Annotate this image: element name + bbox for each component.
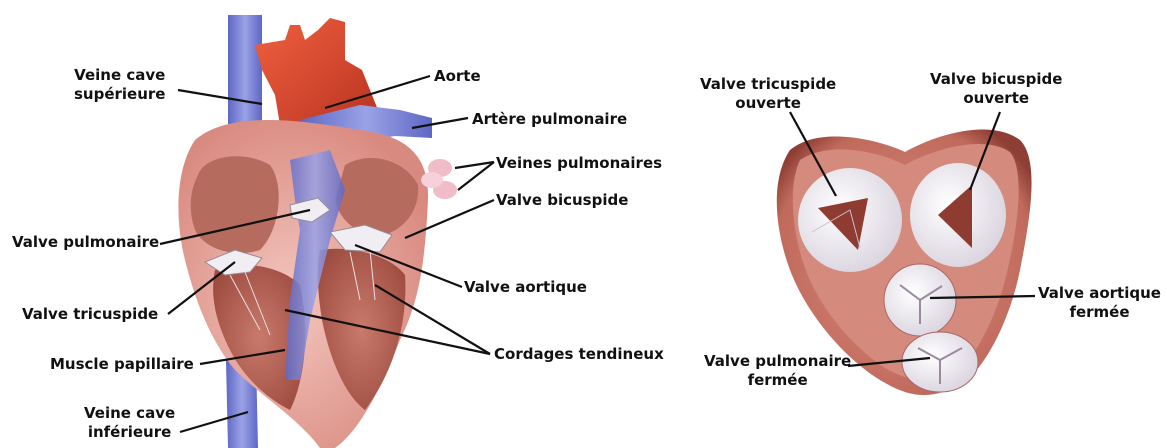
superior-vena-cava-shape: [228, 15, 262, 130]
label-veine-cave-superieure: Veine cave supérieure: [74, 66, 165, 104]
label-valve-pulmonaire-fermee: Valve pulmonaire fermée: [704, 352, 851, 390]
label-valve-pulmonaire: Valve pulmonaire: [12, 233, 159, 252]
label-valve-aortique-fermee: Valve aortique fermée: [1038, 284, 1161, 322]
aortic-closed-valve-shape: [884, 264, 956, 336]
label-valve-bicuspide: Valve bicuspide: [496, 191, 628, 210]
label-artere-pulmonaire: Artère pulmonaire: [472, 110, 627, 129]
label-valve-tricuspide: Valve tricuspide: [22, 305, 158, 324]
tricuspid-open-valve-shape: [798, 168, 902, 272]
label-valve-tricuspide-ouverte: Valve tricuspide ouverte: [700, 75, 836, 113]
label-muscle-papillaire: Muscle papillaire: [50, 355, 194, 374]
label-valve-aortique: Valve aortique: [464, 278, 587, 297]
label-veines-pulmonaires: Veines pulmonaires: [496, 154, 662, 173]
pulmonary-vein-shape: [421, 172, 443, 188]
label-aorte: Aorte: [434, 67, 481, 86]
label-cordages-tendineux: Cordages tendineux: [494, 345, 664, 364]
right-atrium-cavity: [191, 156, 279, 253]
label-veine-cave-inferieure: Veine cave inférieure: [84, 404, 175, 442]
label-valve-bicuspide-ouverte: Valve bicuspide ouverte: [930, 70, 1062, 108]
pulmonary-closed-valve-shape: [902, 332, 978, 392]
bicuspid-open-valve-shape: [910, 163, 1006, 267]
